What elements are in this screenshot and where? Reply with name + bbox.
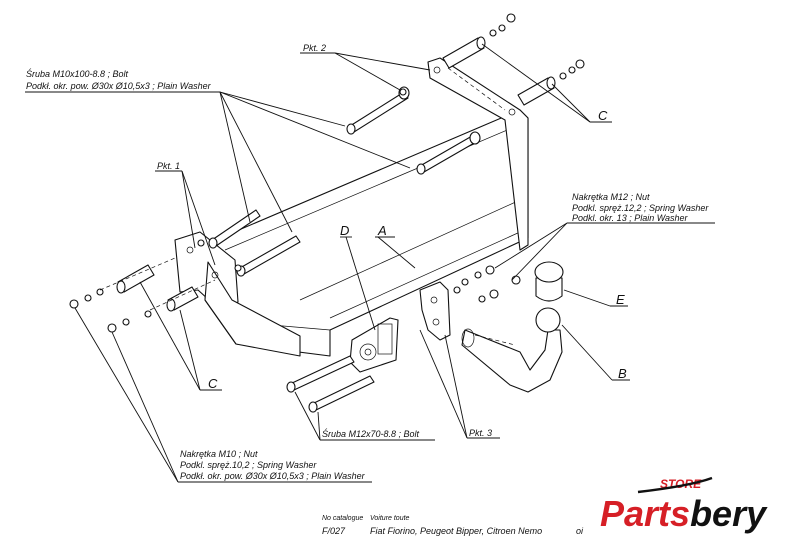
label-pkt3: Pkt. 3 xyxy=(469,428,492,438)
label-washer-m10-top: Podkł. okr. pow. Ø30x Ø10,5x3 ; Plain Wa… xyxy=(26,81,212,91)
label-e: E xyxy=(616,292,625,307)
partsbery-store-logo: STORE Partsbery xyxy=(600,476,768,534)
label-plain-washer-m12: Podkl. okr. 13 ; Plain Washer xyxy=(572,213,689,223)
logo-swoosh xyxy=(637,476,713,494)
label-pkt2: Pkt. 2 xyxy=(303,43,326,53)
label-c-bottom: C xyxy=(208,376,218,391)
logo-brand-part2: bery xyxy=(690,493,768,534)
label-d: D xyxy=(340,223,349,238)
catalogue-caption: No catalogue xyxy=(322,515,363,522)
leader-lines xyxy=(25,43,715,483)
label-nut-m10: Nakrętka M10 ; Nut xyxy=(180,449,258,459)
catalogue-footer: No catalogue Voiture toute F/027 Fiat Fi… xyxy=(322,515,584,536)
logo-brand-word: Partsbery xyxy=(600,493,768,534)
label-b: B xyxy=(618,366,627,381)
label-spring-washer-m10: Podkl. spręż.10,2 ; Spring Washer xyxy=(180,460,317,470)
truncated-text: oi xyxy=(576,526,584,536)
catalogue-number: F/027 xyxy=(322,526,346,536)
label-c-top: C xyxy=(598,108,608,123)
spacer-tubes-part-c xyxy=(116,36,556,312)
label-spring-washer-m12: Podkl. spręż.12,2 ; Spring Washer xyxy=(572,203,709,213)
bolts-m12 xyxy=(286,355,375,413)
label-bolt-m12: Śruba M12x70-8.8 ; Bolt xyxy=(322,428,420,439)
tow-ball-neck-part-b xyxy=(461,307,563,393)
callout-labels: Śruba M10x100-8.8 ; Bolt Podkł. okr. pow… xyxy=(26,43,709,481)
label-bolt-m10: Śruba M10x100-8.8 ; Bolt xyxy=(26,68,129,79)
vehicle-caption: Voiture toute xyxy=(370,515,410,522)
alignment-lines xyxy=(99,67,516,346)
label-washer-m10-bottom: Podkł. okr. pow. Ø30x Ø10,5x3 ; Plain Wa… xyxy=(180,471,366,481)
label-pkt1: Pkt. 1 xyxy=(157,161,180,171)
logo-brand-part1: Parts xyxy=(600,493,690,534)
ball-cover-cap-part-e xyxy=(534,261,564,302)
label-nut-m12: Nakrętka M12 ; Nut xyxy=(572,192,650,202)
label-a: A xyxy=(377,223,387,238)
nuts-and-washers xyxy=(69,13,585,333)
right-mounting-bracket xyxy=(427,57,529,251)
vehicle-list: Fiat Fiorino, Peugeot Bipper, Citroen Ne… xyxy=(370,526,542,536)
ball-mount-plate xyxy=(419,281,451,341)
